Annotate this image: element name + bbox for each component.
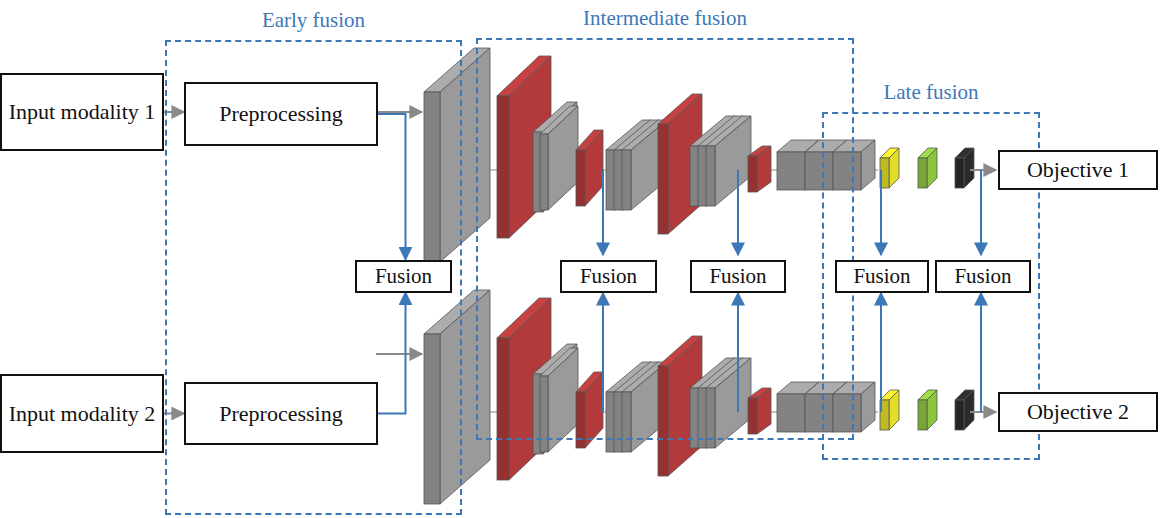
stage-heading: Early fusion xyxy=(167,8,460,33)
fusion-box: Fusion xyxy=(355,260,452,293)
layer-slab xyxy=(706,358,751,448)
layer-slab xyxy=(955,390,974,430)
fusion-tap xyxy=(980,293,982,412)
process-box: Objective 1 xyxy=(998,150,1158,190)
process-box: Input modality 1 xyxy=(0,73,164,151)
layer-slab xyxy=(540,348,578,452)
layer-slab xyxy=(706,116,751,206)
fusion-tap xyxy=(880,293,882,412)
connector-arrow xyxy=(164,413,184,415)
connector-arrow xyxy=(378,114,406,260)
layer-slab xyxy=(533,102,577,212)
box-label: Preprocessing xyxy=(219,401,342,426)
layer-slab xyxy=(833,140,875,190)
fusion-tap xyxy=(737,293,739,412)
layer-stack xyxy=(376,48,996,504)
flow-arrow xyxy=(376,111,422,113)
stage-heading: Late fusion xyxy=(824,80,1038,105)
box-label: Fusion xyxy=(709,264,766,288)
box-label: Input modality 1 xyxy=(9,99,156,124)
box-label: Fusion xyxy=(954,264,1011,288)
layer-slab xyxy=(748,388,771,434)
layer-slab xyxy=(497,298,551,480)
layer-slab xyxy=(424,290,490,504)
fusion-tap xyxy=(602,170,604,255)
fusion-tap xyxy=(980,170,982,255)
layer-slab xyxy=(748,146,771,192)
box-label: Objective 2 xyxy=(1027,399,1129,424)
box-label: Preprocessing xyxy=(219,101,342,126)
layer-slab xyxy=(880,390,899,430)
output-arrow xyxy=(970,411,996,413)
fusion-box: Fusion xyxy=(935,260,1031,293)
flow-arrow xyxy=(376,353,422,355)
box-label: Objective 1 xyxy=(1027,157,1129,182)
layer-slab xyxy=(576,130,603,206)
fusion-stage-region: Intermediate fusionFusionFusion xyxy=(476,38,854,440)
fusion-box: Fusion xyxy=(690,260,786,293)
layer-slab xyxy=(497,56,551,238)
layer-slab xyxy=(658,336,702,476)
layer-slab xyxy=(658,94,702,234)
layer-slab xyxy=(540,106,578,210)
layer-slab xyxy=(880,148,899,188)
process-box: Objective 2 xyxy=(998,392,1158,432)
fusion-box: Fusion xyxy=(835,260,929,293)
connector-arrow xyxy=(164,111,184,113)
stage-heading: Intermediate fusion xyxy=(478,6,852,31)
layer-slab xyxy=(918,148,937,188)
fusion-stage-region: Early fusionPreprocessingFusionPreproces… xyxy=(165,40,462,515)
layer-slab xyxy=(424,48,490,262)
box-label: Fusion xyxy=(375,264,432,288)
output-arrow xyxy=(970,169,996,171)
process-box: Input modality 2 xyxy=(0,374,164,453)
layer-slab xyxy=(533,344,577,454)
box-label: Fusion xyxy=(853,264,910,288)
fusion-tap xyxy=(880,170,882,255)
fusion-box: Fusion xyxy=(560,260,657,293)
connector-arrow xyxy=(378,293,406,414)
fusion-tap xyxy=(602,293,604,412)
process-box: Preprocessing xyxy=(184,382,378,445)
layer-slab xyxy=(955,148,974,188)
layer-slab xyxy=(918,390,937,430)
layer-slab xyxy=(833,382,875,432)
box-label: Input modality 2 xyxy=(9,401,156,426)
process-box: Preprocessing xyxy=(184,82,378,146)
box-label: Fusion xyxy=(580,264,637,288)
layer-slab xyxy=(576,372,603,448)
fusion-tap xyxy=(737,170,739,255)
